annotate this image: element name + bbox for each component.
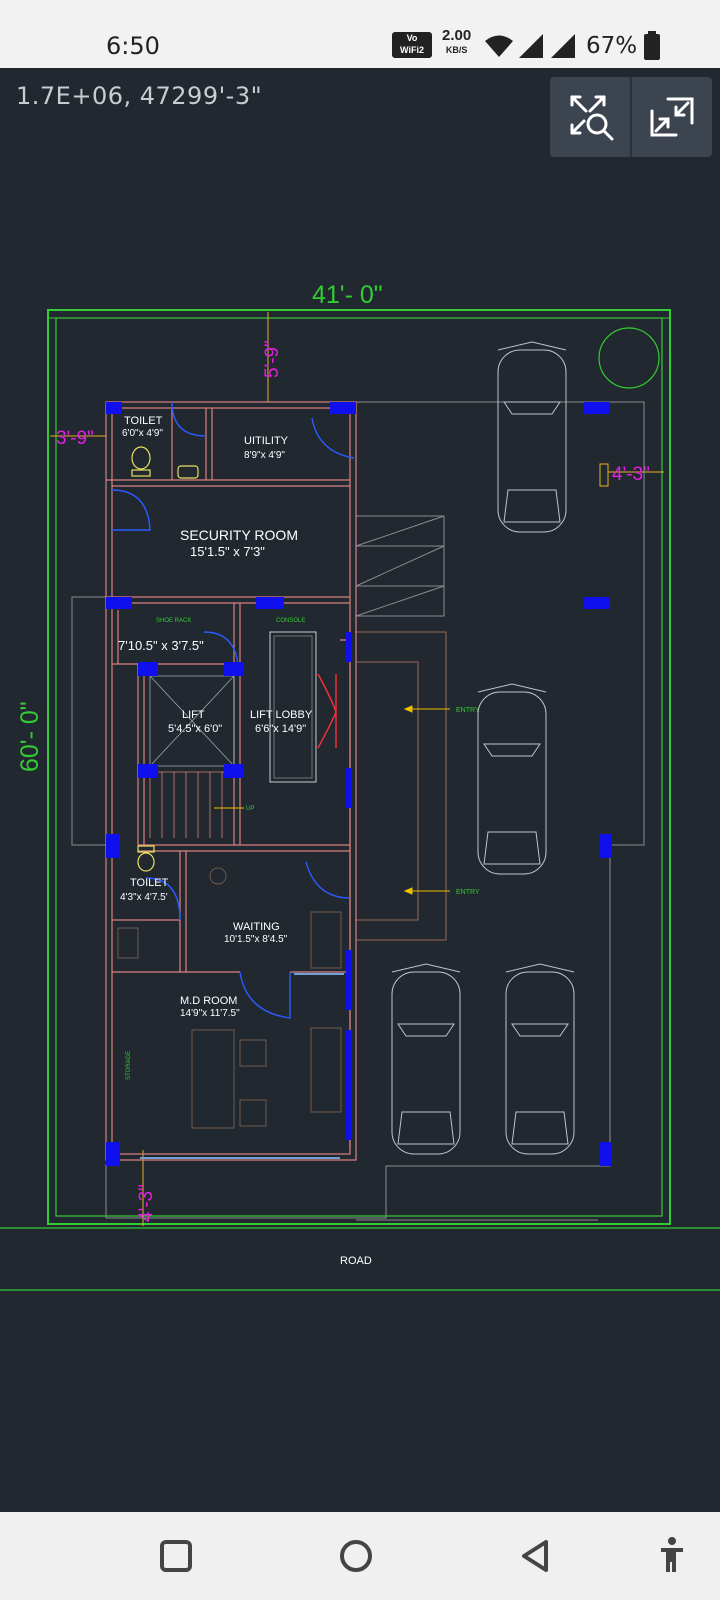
home-icon xyxy=(340,1540,372,1572)
zoom-extents-icon xyxy=(570,95,614,141)
dim-front-label: 5'-9" xyxy=(262,340,283,378)
network-speed: 2.00 KB/S xyxy=(442,27,472,57)
toilet1-size: 6'0"x 4'9" xyxy=(122,428,163,439)
volte-line2: WiFi2 xyxy=(400,45,424,55)
door-swings xyxy=(111,401,355,1019)
back-button[interactable] xyxy=(506,1526,566,1586)
home-button[interactable] xyxy=(326,1526,386,1586)
security-name: SECURITY ROOM xyxy=(180,527,298,543)
utility-name: UITILITY xyxy=(244,435,289,447)
md-room-size: 14'9"x 11'7.5" xyxy=(180,1008,240,1019)
entry-lanes xyxy=(356,631,447,941)
lift-shaft xyxy=(149,675,235,767)
entry-label-1: ENTRY xyxy=(456,707,480,714)
shoe-rack-size: 7'10.5" x 3'7.5" xyxy=(118,638,204,653)
signal-icon xyxy=(519,34,543,58)
view-tools-panel xyxy=(550,77,712,157)
gas-meter xyxy=(599,463,609,487)
console-label: CONSOLE xyxy=(276,618,305,624)
status-bar: 6:50 Vo WiFi2 2.00 KB/S 67% xyxy=(0,0,720,68)
lift-size: 5'4.5"x 6'0" xyxy=(168,723,222,735)
security-size: 15'1.5" x 7'3" xyxy=(190,544,265,559)
status-time: 6:50 xyxy=(106,32,160,60)
cad-floor-plan[interactable]: ROAD 41'- 0" 60'- 0" 5'-9" 3'-9" 4'-3" 4… xyxy=(0,68,720,1512)
tool-separator xyxy=(630,77,632,157)
toilet-fixtures xyxy=(131,446,199,872)
road-label: ROAD xyxy=(340,1255,372,1267)
toilet2-name: TOILET xyxy=(130,877,169,889)
furniture xyxy=(117,867,342,1129)
lift-lobby-console xyxy=(269,631,317,783)
main-door xyxy=(317,673,337,749)
dim-right-label: 4'-3" xyxy=(612,464,650,485)
waiting-name: WAITING xyxy=(233,921,280,933)
wifi-icon xyxy=(485,35,513,57)
recent-apps-icon xyxy=(160,1540,192,1572)
toilet1-name: TOILET xyxy=(124,415,163,427)
fit-view-button[interactable] xyxy=(632,77,712,157)
battery-percentage: 67% xyxy=(586,33,638,59)
dim-depth-label: 60'- 0" xyxy=(16,701,44,772)
back-icon xyxy=(522,1540,548,1572)
network-speed-unit: KB/S xyxy=(445,45,468,55)
network-speed-value: 2.00 xyxy=(442,27,472,44)
lift-lobby-console-inner xyxy=(273,635,313,779)
md-room-name: M.D ROOM xyxy=(180,995,237,1007)
utility-size: 8'9"x 4'9" xyxy=(244,450,285,461)
entry-arrows xyxy=(403,705,450,895)
stair-up-label: UP xyxy=(246,806,254,812)
toilet2-size: 4'3"x 4'7.5' xyxy=(120,892,168,903)
tree-symbol xyxy=(598,327,660,389)
car-bottom-right xyxy=(505,963,575,1155)
shoe-rack-label: SHOE RACK xyxy=(156,618,191,624)
plot-boundary-outer xyxy=(47,309,671,1225)
waiting-size: 10'1.5"x 8'4.5" xyxy=(224,934,288,945)
car-bottom-left xyxy=(391,963,461,1155)
zoom-extents-button[interactable] xyxy=(550,77,630,157)
dim-rear-label: 4'-3" xyxy=(136,1184,157,1222)
staircase xyxy=(144,771,234,838)
storage-label: STORAGE xyxy=(126,1051,132,1080)
lift-name: LIFT xyxy=(182,709,205,721)
fullscreen-exit-icon xyxy=(650,97,694,137)
battery-icon xyxy=(644,31,660,60)
android-nav-bar xyxy=(0,1512,720,1600)
accessibility-icon xyxy=(661,1537,683,1572)
coordinate-readout: 1.7E+06, 47299'-3" xyxy=(16,82,263,110)
lift-lobby-name: LIFT LOBBY xyxy=(250,709,313,721)
lift-lobby-size: 6'6"x 14'9" xyxy=(255,723,306,735)
dim-left-label: 3'-9" xyxy=(56,428,94,449)
dim-width-label: 41'- 0" xyxy=(312,281,383,309)
entry-label-2: ENTRY xyxy=(456,889,480,896)
accessibility-button[interactable] xyxy=(642,1526,702,1586)
site-linework xyxy=(71,401,645,1221)
building-walls xyxy=(105,401,357,1161)
volte-line1: Vo xyxy=(406,33,418,43)
structural-columns xyxy=(106,402,612,1166)
signal-icon-2 xyxy=(551,34,575,58)
car-middle xyxy=(477,683,547,875)
car-top xyxy=(497,341,567,533)
volte-wifi-badge: Vo WiFi2 xyxy=(392,32,432,58)
recent-apps-button[interactable] xyxy=(146,1526,206,1586)
